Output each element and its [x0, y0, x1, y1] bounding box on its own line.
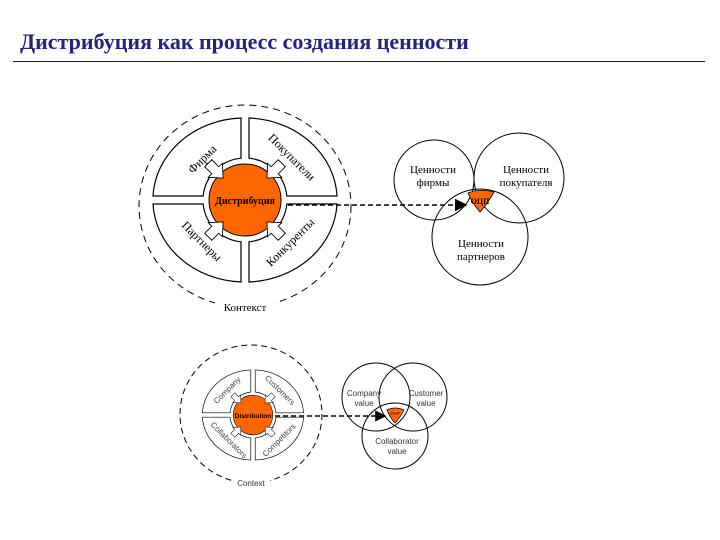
venn-diagram: [341, 362, 448, 470]
overlap-region: [386, 407, 405, 424]
distribution-diagram-en: Context Company Customers Collaborators …: [179, 344, 448, 489]
context-label: Контекст: [224, 302, 267, 314]
distribution-diagram-ru: Контекст Фирма Покупатели Партнеры Конку…: [138, 104, 565, 314]
title-divider: [13, 61, 705, 62]
distribution-label: Distribution: [235, 413, 271, 420]
overlap-label: ОЦП: [471, 197, 490, 206]
overlap-region: [467, 189, 495, 213]
distribution-label: Дистрибуция: [215, 196, 276, 207]
context-boundary: [179, 344, 323, 484]
overlap-label: OVP: [390, 411, 400, 416]
slide-title: Дистрибуция как процесс создания ценност…: [20, 29, 469, 54]
context-label: Context: [237, 479, 265, 488]
venn-diagram: [393, 132, 565, 286]
